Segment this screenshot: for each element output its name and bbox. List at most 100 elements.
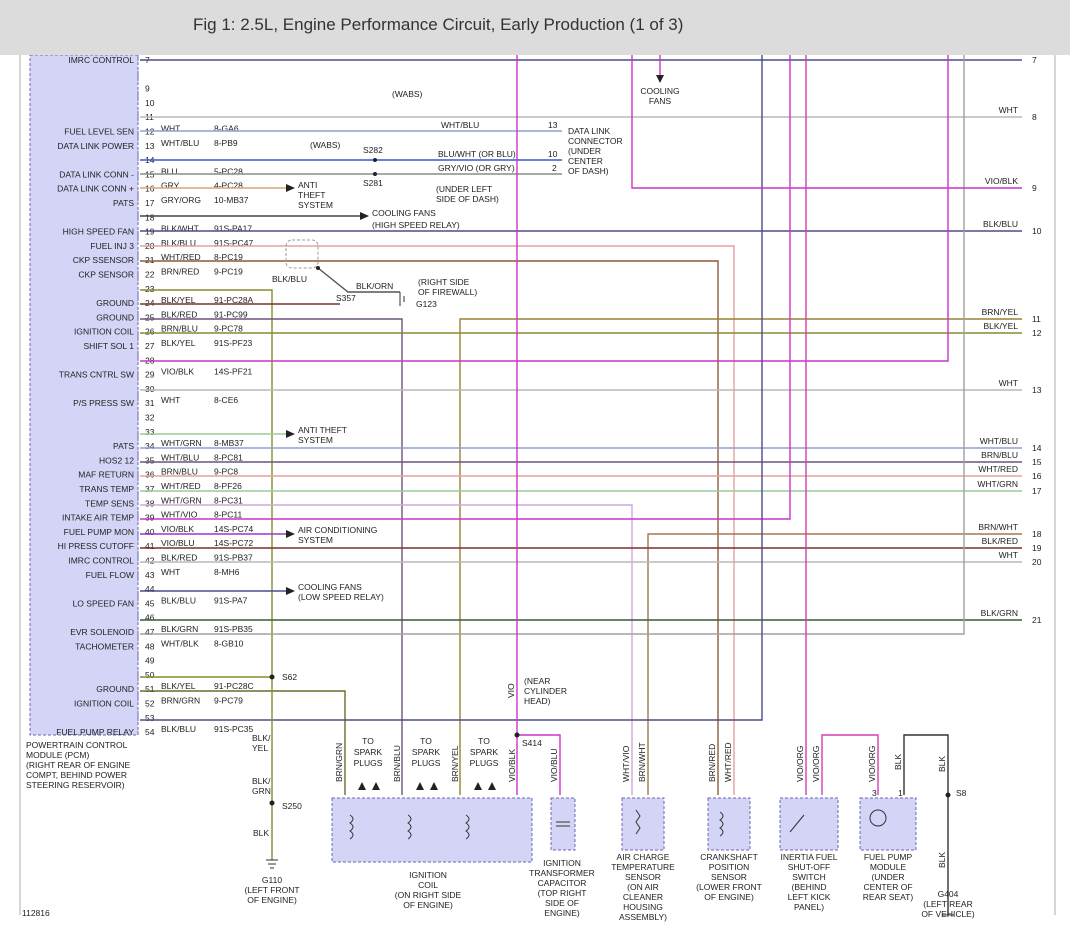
wire-color-label: BLK/GRN xyxy=(161,624,198,634)
wire-circuit-label: 9-PC78 xyxy=(214,324,243,334)
continuation-number: 12 xyxy=(1032,328,1042,338)
wire-circuit-label: 8-PC11 xyxy=(214,510,242,520)
wire-pin-40 xyxy=(140,55,791,520)
wire-pin-54 xyxy=(140,55,763,721)
wire-color-label: BRN/GRN xyxy=(161,696,200,706)
wire-blk-blu-label: BLK/BLU xyxy=(272,274,307,284)
right-firewall-label: (RIGHT SIDE xyxy=(418,277,470,287)
wire-blk-vertical: BLK xyxy=(253,828,269,838)
coil-wire-label: BRN/YEL xyxy=(450,745,460,782)
inertia-wire-label: VIO/ORG xyxy=(811,746,821,782)
pcm-pin-number: 53 xyxy=(145,713,155,723)
splice-s357: S357 xyxy=(336,293,356,303)
to-spark-plugs-label: SPARK xyxy=(412,747,441,757)
data-link-connector-label: CENTER xyxy=(568,156,603,166)
pcm-location-line: MODULE (PCM) xyxy=(26,750,89,760)
wire-brn-wht xyxy=(647,533,1022,795)
wire-pin-29 xyxy=(140,55,949,362)
pcm-pin-label: IGNITION COIL xyxy=(74,327,134,337)
coil-wire-label: VIO/BLK xyxy=(507,749,517,782)
ground-g110-label: OF ENGINE) xyxy=(247,895,297,905)
wire-color-label: BRN/BLU xyxy=(161,467,198,477)
continuation-wire-label: WHT xyxy=(999,550,1018,560)
figure-title: Fig 1: 2.5L, Engine Performance Circuit,… xyxy=(193,15,684,34)
wire-pin-39 xyxy=(140,504,633,795)
act-sensor-label: CLEANER xyxy=(623,892,663,902)
ignition-coil-label: OF ENGINE) xyxy=(403,900,453,910)
continuation-number: 21 xyxy=(1032,615,1042,625)
ground-g110-label: G110 xyxy=(262,875,282,885)
wire-blk-grn-vertical: BLK/ xyxy=(252,776,271,786)
pcm-pin-label: SHIFT SOL 1 xyxy=(83,341,134,351)
wire-circuit-label: 91S-PA7 xyxy=(214,595,248,605)
pcm-pin-number: 32 xyxy=(145,413,155,423)
wire-circuit-label: 8-GB10 xyxy=(214,638,244,648)
wire-color-label: VIO/BLU xyxy=(161,538,195,548)
splice-s414: S414 xyxy=(522,738,542,748)
wire-blk-yel-vertical: YEL xyxy=(252,743,268,753)
data-link-connector-label: (UNDER xyxy=(568,146,601,156)
pcm-pin-label: DATA LINK CONN - xyxy=(59,169,134,179)
wire-circuit-label: 91S-PB37 xyxy=(214,553,253,563)
wire-vio-org-2 xyxy=(821,734,879,795)
pcm-pin-number: 25 xyxy=(145,312,155,322)
wire-color-label: BLK/BLU xyxy=(161,238,196,248)
pcm-pin-number: 47 xyxy=(145,627,155,637)
dlc-pin-10: 10 xyxy=(548,149,558,159)
ckp-sensor-label: SENSOR xyxy=(711,872,747,882)
pcm-pin-number: 39 xyxy=(145,513,155,523)
wire-pin-52 xyxy=(140,690,346,795)
pcm-pin-label: FUEL LEVEL SEN xyxy=(64,127,134,137)
pcm-pin-number: 49 xyxy=(145,656,155,666)
ground-g404-label: OF VEHICLE) xyxy=(921,909,975,919)
continuation-wire-label: BLK/BLU xyxy=(983,219,1018,229)
ckp-sensor-label: POSITION xyxy=(709,862,750,872)
ground-g123: G123 xyxy=(416,299,437,309)
dlc-wire-1: WHT/BLU xyxy=(441,120,479,130)
splice-points xyxy=(269,158,951,806)
continuation-number: 14 xyxy=(1032,443,1042,453)
ground-g404-label: (LEFT REAR xyxy=(923,899,972,909)
capacitor-label: SIDE OF xyxy=(545,898,579,908)
fuel-pump-pin: 1 xyxy=(898,788,903,798)
fuel-pump-module-label: FUEL PUMP xyxy=(864,852,913,862)
shield-symbol xyxy=(285,239,319,269)
wire-color-label: VIO/BLK xyxy=(161,524,194,534)
wabs-label-1: (WABS) xyxy=(392,89,423,99)
pcm-pin-label: GROUND xyxy=(96,684,134,694)
continuation-number: 20 xyxy=(1032,557,1042,567)
wire-blk-right-label: BLK xyxy=(937,756,947,772)
wire-circuit-label: 91S-PC47 xyxy=(214,238,253,248)
cooling-fans-top-label: COOLING xyxy=(640,86,679,96)
wire-pin-22 xyxy=(140,260,719,795)
pcm-pin-label: FUEL FLOW xyxy=(86,570,134,580)
pcm-pin-number: 18 xyxy=(145,212,155,222)
pcm-pin-label: TRANS CNTRL SW xyxy=(59,370,134,380)
pcm-location-line: STEERING RESERVOIR) xyxy=(26,780,125,790)
ground-symbols xyxy=(266,292,954,916)
pcm-pin-label: IMRC CONTROL xyxy=(68,55,134,65)
ckp-sensor-label: OF ENGINE) xyxy=(704,892,754,902)
pcm-pin-number: 34 xyxy=(145,441,155,451)
wire-circuit-label: 4-PC28 xyxy=(214,181,243,191)
wire-circuit-label: 91S-PB35 xyxy=(214,624,253,634)
pcm-pin-label: EVR SOLENOID xyxy=(70,627,134,637)
pcm-pin-number: 30 xyxy=(145,384,155,394)
pcm-pin-label: HOS2 12 xyxy=(99,455,134,465)
wire-circuit-label: 91S-PA17 xyxy=(214,224,252,234)
continuation-wire-label: WHT xyxy=(999,105,1018,115)
ignition-coil-label: (ON RIGHT SIDE xyxy=(395,890,462,900)
wire-color-label: VIO/BLK xyxy=(161,367,194,377)
wire-vio-blk-9 xyxy=(631,55,1022,189)
pcm-pin-label: FUEL INJ 3 xyxy=(90,241,134,251)
pcm-pin-label: IGNITION COIL xyxy=(74,699,134,709)
continuation-wire-label: BLK/RED xyxy=(982,536,1018,546)
pcm-location-line: (RIGHT REAR OF ENGINE xyxy=(26,760,131,770)
wire-color-label: BLK/YEL xyxy=(161,681,196,691)
to-spark-plugs-label: TO xyxy=(362,736,374,746)
ground-g404-label: G404 xyxy=(938,889,959,899)
wire-pin-24 xyxy=(140,289,273,675)
splice-s8: S8 xyxy=(956,788,967,798)
wire-circuit-label: 8-MB37 xyxy=(214,438,244,448)
